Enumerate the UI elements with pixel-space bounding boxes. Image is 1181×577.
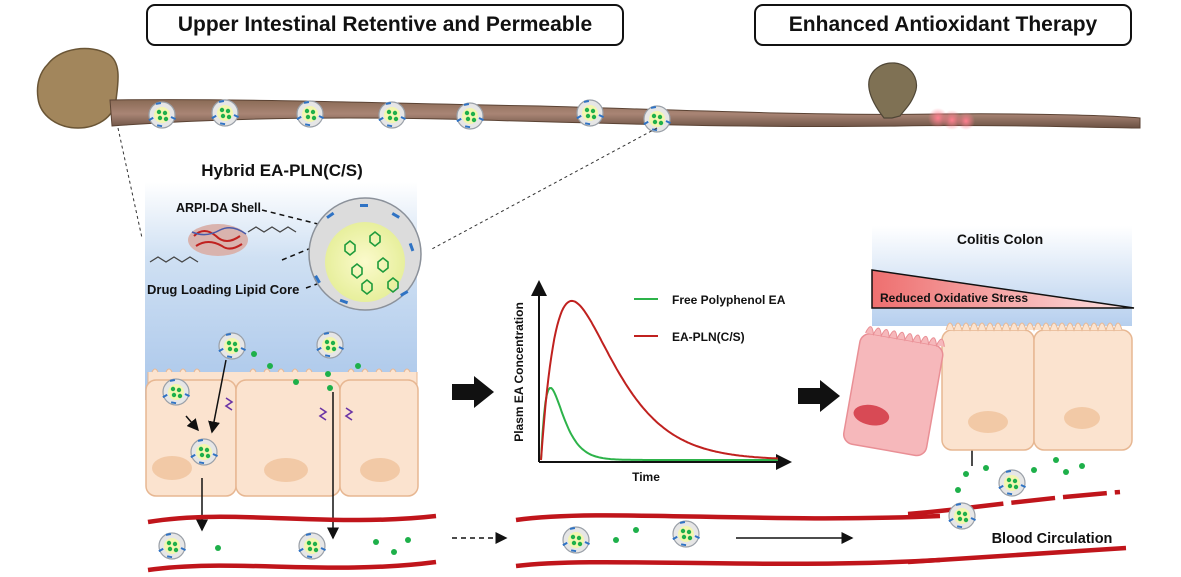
title-upper-intestinal: Upper Intestinal Retentive and Permeable [146,4,624,46]
chart-series-group [540,299,779,461]
core-label: Drug Loading Lipid Core [147,282,299,297]
shell-label: ARPI-DA Shell [176,201,261,215]
zoom-line-right [429,127,658,251]
blood-vessel-middle [515,513,941,569]
big-arrow-2 [798,380,840,412]
chart-series-line-1 [540,299,779,461]
intestine [36,47,1141,133]
legend-label-ea-pln: EA-PLN(C/S) [672,330,745,344]
blood-vessel-right: Blood Circulation [907,434,1127,565]
transport-arrows [185,359,339,540]
hybrid-np-title: Hybrid EA-PLN(C/S) [201,161,363,180]
tight-junction-marks [224,397,354,421]
colon-title: Colitis Colon [957,231,1043,247]
epithelial-cells [145,379,419,497]
colon-cells [941,322,1133,451]
stress-label: Reduced Oxidative Stress [880,291,1028,305]
small-intestine-tube [109,99,1141,129]
oxidative-stress-wedge [871,269,1135,309]
inflamed-glow [928,108,975,130]
blood-vessel-left [147,513,437,573]
chart-series-line-0 [540,386,778,461]
chart-xlabel: Time [632,470,660,484]
zoom-line-left [117,127,143,239]
arpi-protein-molecule [149,224,297,263]
chart-legend: Free Polyphenol EA EA-PLN(C/S) [634,293,786,344]
colitis-colon-panel: Colitis Colon Reduced Oxidative Stress [842,226,1135,457]
upper-intestine-panel: Hybrid EA-PLN(C/S) ARPI-DA Shell Drug [145,161,422,540]
stomach-blob [36,47,119,129]
legend-label-free-ea: Free Polyphenol EA [672,293,786,307]
large-nanoparticle [308,197,422,311]
blood-circulation-label: Blood Circulation [992,531,1113,547]
damaged-cell [842,326,945,457]
title-antioxidant-therapy: Enhanced Antioxidant Therapy [754,4,1132,46]
shell-leader [261,209,335,229]
pk-chart: Time Plasm EA Concentration Free Polyphe… [512,280,792,484]
free-ea-dots-mucus [251,351,361,391]
big-arrow-1 [452,376,494,408]
chart-ylabel: Plasm EA Concentration [512,302,526,442]
colon-hook [868,62,918,119]
